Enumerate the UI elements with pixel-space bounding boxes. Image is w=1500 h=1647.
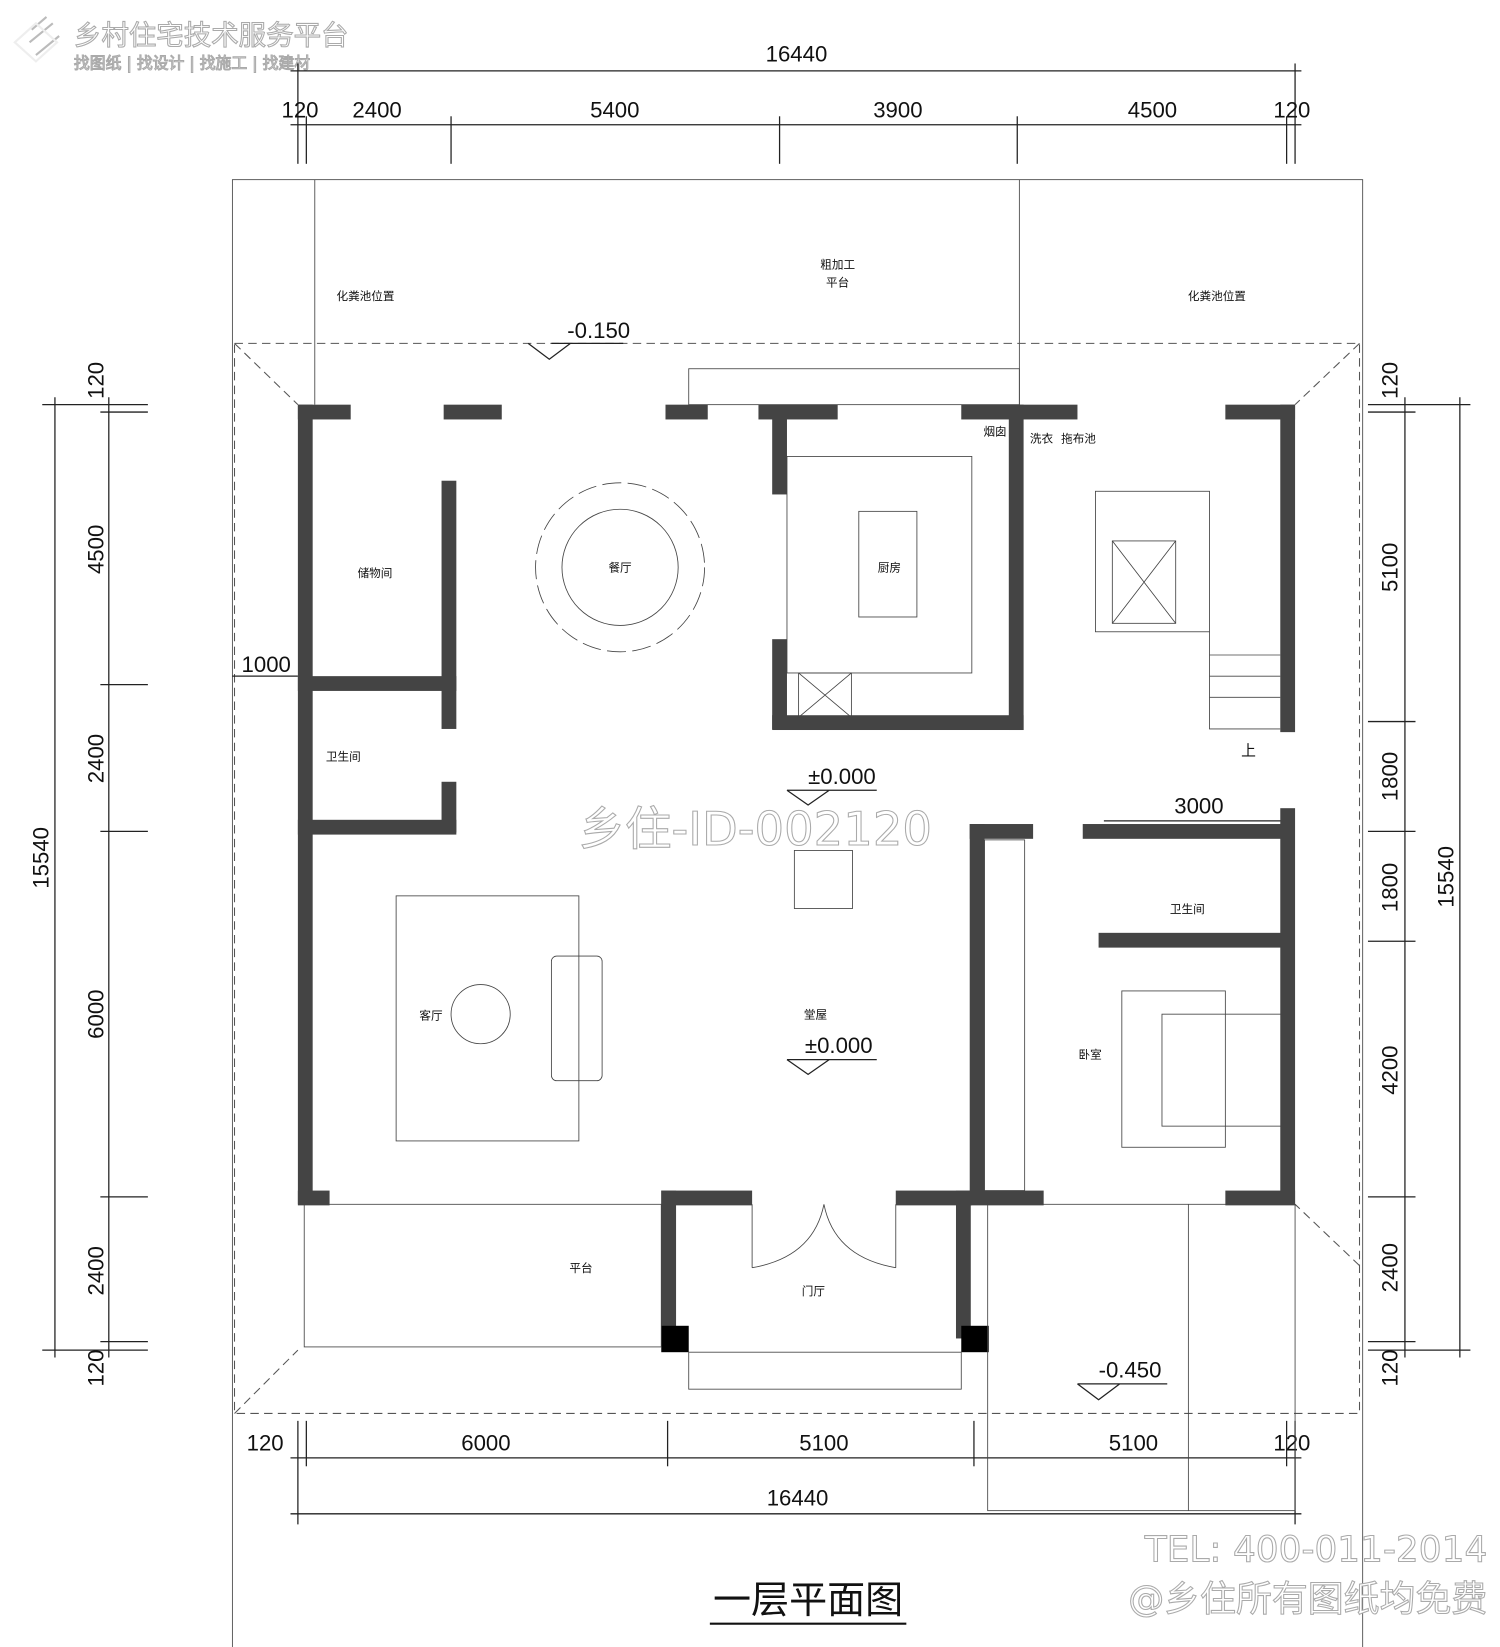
room-mop-sink: 拖布池 — [1061, 432, 1096, 446]
room-living: 客厅 — [419, 1008, 443, 1022]
room-main-hall: 堂屋 — [804, 1007, 827, 1021]
elevator — [1095, 490, 1210, 633]
dim-top: 2400 — [352, 97, 401, 122]
dim-bottom: 6000 — [461, 1430, 510, 1455]
dim-right: 120 — [1378, 362, 1403, 399]
room-kitchen: 厨房 — [878, 561, 901, 575]
coffee-table — [450, 984, 511, 1045]
dim-top-total: 16440 — [766, 41, 828, 66]
dim-bottom: 120 — [247, 1430, 284, 1455]
bottom-dimensions: 120 6000 5100 5100 120 16440 — [247, 1420, 1310, 1525]
dim-right-total: 15540 — [1434, 846, 1459, 908]
dim-right: 1800 — [1378, 752, 1403, 801]
room-septic-left: 化粪池位置 — [336, 289, 394, 303]
watermark-id: 乡住-ID-002120 — [579, 802, 932, 856]
room-bathroom-left: 卫生间 — [326, 750, 361, 764]
dim-top: 4500 — [1128, 97, 1177, 122]
dim-right: 2400 — [1378, 1243, 1403, 1292]
walls — [297, 404, 1296, 1353]
room-entry: 门厅 — [802, 1284, 826, 1298]
room-laundry: 洗衣 — [1030, 432, 1054, 446]
dim-right: 4200 — [1378, 1045, 1403, 1094]
tel-watermark: TEL: 400-011-2014 — [1144, 1529, 1488, 1570]
elevation-site-bottom: -0.450 — [1099, 1358, 1162, 1383]
dim-top: 120 — [281, 97, 318, 122]
dim-left: 6000 — [84, 990, 109, 1039]
dim-left: 120 — [84, 1350, 109, 1387]
living-rug — [395, 895, 580, 1142]
dim-right: 1800 — [1378, 863, 1403, 912]
dim-top: 3900 — [873, 97, 922, 122]
logo-icon — [13, 16, 60, 63]
entry-steps — [688, 1351, 962, 1390]
room-rough-work-2: 平台 — [826, 275, 849, 289]
wardrobe — [984, 839, 1026, 1191]
top-dimensions: 16440 120 2400 5400 3900 4500 120 — [281, 41, 1310, 164]
elevation-main-hall: ±0.000 — [805, 1033, 873, 1058]
dim-right: 120 — [1378, 1350, 1403, 1387]
room-septic-right: 化粪池位置 — [1188, 289, 1246, 303]
dim-bottom: 5100 — [1109, 1430, 1158, 1455]
dim-top: 5400 — [590, 97, 639, 122]
room-bathroom-right: 卫生间 — [1170, 902, 1205, 916]
altar-table — [793, 850, 853, 909]
logo-title: 乡村住宅技术服务平台 — [74, 20, 349, 51]
free-notice-watermark: @乡住所有图纸均免费 — [1128, 1579, 1487, 1620]
drawing-title: 一层平面图 — [713, 1578, 903, 1622]
dim-left: 120 — [84, 362, 109, 399]
logo: 乡村住宅技术服务平台 找图纸 | 找设计 | 找施工 | 找建材 — [13, 16, 349, 73]
elevation-markers: -0.150 ±0.000 ±0.000 -0.450 — [527, 318, 1168, 1401]
terrace-edge — [303, 1203, 662, 1348]
room-storage: 储物间 — [358, 566, 393, 580]
logo-slogan: 找图纸 | 找设计 | 找施工 | 找建材 — [74, 54, 310, 73]
dim-left: 4500 — [84, 525, 109, 574]
kitchen-counter — [786, 455, 973, 674]
sofa — [550, 955, 603, 1082]
right-dimensions: 120 5100 1800 1800 4200 2400 120 15540 — [1367, 362, 1471, 1387]
elevation-hall-corridor: ±0.000 — [808, 764, 876, 789]
room-dining: 餐厅 — [608, 561, 632, 575]
stair-up-label: 上 — [1241, 742, 1256, 759]
roof-outline — [233, 342, 1361, 1414]
dim-bottom-total: 16440 — [767, 1485, 829, 1510]
dim-bath-width: 3000 — [1174, 793, 1223, 818]
bed — [1121, 990, 1226, 1148]
stair — [1209, 631, 1281, 730]
elevation-site-top: -0.150 — [567, 318, 630, 343]
dim-top: 120 — [1273, 97, 1310, 122]
dim-left: 2400 — [84, 1246, 109, 1295]
dim-bottom: 120 — [1273, 1430, 1310, 1455]
room-rough-work: 粗加工 — [820, 257, 855, 271]
dim-right: 5100 — [1378, 543, 1403, 592]
room-chimney: 烟囱 — [983, 424, 1006, 438]
dim-bottom: 5100 — [799, 1430, 848, 1455]
room-bedroom: 卧室 — [1079, 1048, 1102, 1062]
dim-left: 2400 — [84, 734, 109, 783]
dining-table — [535, 482, 705, 653]
dim-eave-offset: 1000 — [242, 652, 291, 677]
left-dimensions: 120 4500 2400 6000 2400 120 15540 — [29, 362, 148, 1387]
room-terrace: 平台 — [569, 1261, 592, 1275]
dim-left-total: 15540 — [29, 827, 54, 889]
site-boundary — [231, 179, 1364, 1647]
kitchen-island — [858, 510, 918, 618]
